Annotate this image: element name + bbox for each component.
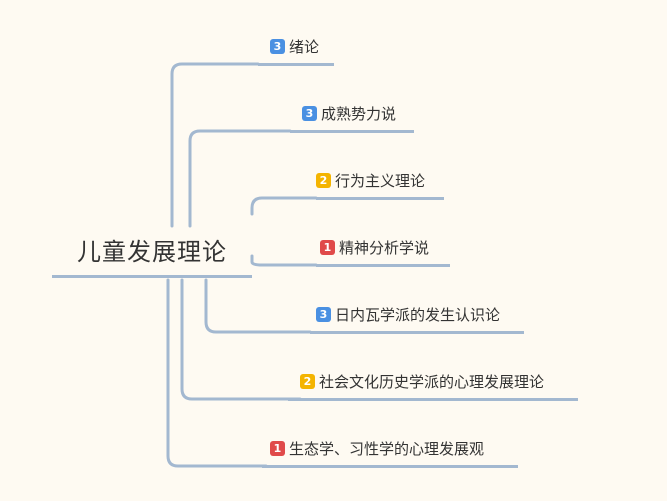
topic-underline <box>290 130 414 133</box>
topic-underline <box>316 197 444 200</box>
connector-5 <box>204 278 312 334</box>
priority-badge: 1 <box>270 441 285 456</box>
connector-7 <box>166 278 268 468</box>
topic-underline <box>288 398 578 401</box>
priority-badge: 2 <box>300 374 315 389</box>
connector-6 <box>180 278 302 401</box>
topic-underline <box>316 264 450 267</box>
root-topic-label: 儿童发展理论 <box>77 238 227 266</box>
priority-badge: 1 <box>320 240 335 255</box>
topic-node[interactable]: 3 成熟势力说 <box>290 103 414 133</box>
priority-badge: 3 <box>270 39 285 54</box>
priority-badge: 3 <box>316 307 331 322</box>
topic-node[interactable]: 3 绪论 <box>258 36 334 66</box>
topic-node[interactable]: 2 社会文化历史学派的心理发展理论 <box>288 371 578 401</box>
connector-2 <box>188 129 292 228</box>
topic-label: 社会文化历史学派的心理发展理论 <box>319 373 545 391</box>
topic-label: 成熟势力说 <box>321 105 397 123</box>
root-topic-underline <box>52 275 252 278</box>
root-topic[interactable]: 儿童发展理论 <box>52 226 252 278</box>
connector-1 <box>170 62 260 228</box>
topic-node[interactable]: 1 生态学、习性学的心理发展观 <box>262 438 518 468</box>
topic-underline <box>262 465 518 468</box>
topic-label: 日内瓦学派的发生认识论 <box>335 306 501 324</box>
topic-label: 生态学、习性学的心理发展观 <box>289 440 485 458</box>
topic-node[interactable]: 1 精神分析学说 <box>316 237 450 267</box>
priority-badge: 3 <box>302 106 317 121</box>
connector-3 <box>250 196 318 216</box>
topic-underline <box>258 63 334 66</box>
topic-underline <box>310 331 524 334</box>
topic-label: 精神分析学说 <box>339 239 430 257</box>
topic-node[interactable]: 3 日内瓦学派的发生认识论 <box>310 304 524 334</box>
topic-node[interactable]: 2 行为主义理论 <box>316 170 444 200</box>
topic-label: 绪论 <box>289 38 320 56</box>
topic-label: 行为主义理论 <box>335 172 426 190</box>
connector-4 <box>250 254 318 267</box>
priority-badge: 2 <box>316 173 331 188</box>
